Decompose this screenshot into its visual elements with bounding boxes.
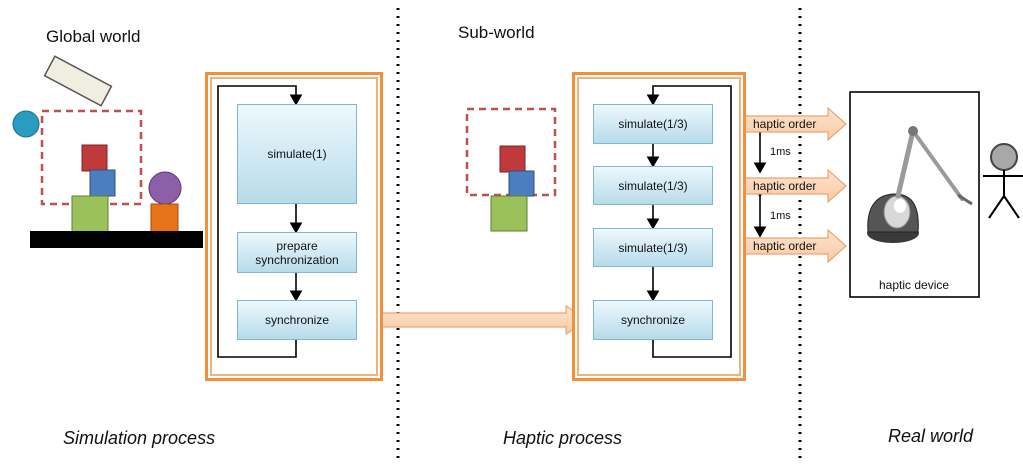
interval-label-2: 1ms (770, 210, 791, 222)
haptic-order-label-2: haptic order (753, 179, 817, 193)
sub-blue-block (508, 170, 535, 197)
haptic-synchronize-box: synchronize (593, 300, 713, 340)
green-block (71, 195, 109, 233)
sub-red-block (499, 145, 526, 173)
haptic-device-label: haptic device (879, 278, 950, 292)
haptic-simulate-label-1: simulate(1/3) (618, 117, 688, 131)
simulation-process-caption: Simulation process (63, 428, 216, 448)
prepare-sync-box: prepare synchronization (237, 232, 357, 273)
prepare-sync-label-2: synchronization (255, 252, 339, 267)
haptic-process-inner-frame (577, 77, 741, 376)
orange-block (150, 203, 179, 233)
haptic-order-label-3: haptic order (753, 239, 817, 253)
haptic-simulate-box-1: simulate(1/3) (593, 104, 713, 144)
red-block (81, 144, 108, 172)
haptic-simulate-label-2: simulate(1/3) (618, 178, 688, 193)
haptic-simulate-box-3: simulate(1/3) (593, 228, 713, 267)
ground-slab (30, 231, 203, 248)
haptic-process-caption: Haptic process (503, 428, 623, 448)
stick-figure-user (983, 143, 1023, 219)
interval-label-1: 1ms (770, 146, 791, 158)
haptic-simulate-box-2: simulate(1/3) (593, 166, 713, 205)
haptic-order-label-1: haptic order (753, 117, 817, 131)
sim-synchronize-box: synchronize (237, 300, 357, 340)
simulate-step-label: simulate(1) (267, 147, 327, 161)
simulation-process-inner-frame (210, 77, 378, 376)
haptic-device-frame (849, 91, 980, 298)
purple-ball (148, 171, 182, 205)
sub-world-title: Sub-world (458, 23, 535, 42)
sync-double-arrow (358, 304, 590, 336)
sub-green-block (490, 195, 528, 232)
simulate-step-box: simulate(1) (237, 104, 357, 204)
real-world-caption: Real world (888, 426, 974, 446)
sub-world-scene (465, 107, 557, 232)
haptic-simulate-label-3: simulate(1/3) (618, 240, 688, 255)
haptic-synchronize-label: synchronize (620, 313, 686, 327)
sim-synchronize-label: synchronize (264, 313, 330, 327)
haptic-device-icon (867, 126, 973, 243)
cyan-ball (12, 110, 40, 138)
prepare-sync-label-1: prepare (276, 238, 318, 253)
tilted-plank (43, 55, 113, 107)
blue-block (89, 169, 116, 197)
global-world-scene (12, 55, 203, 248)
global-world-title: Global world (46, 27, 141, 46)
